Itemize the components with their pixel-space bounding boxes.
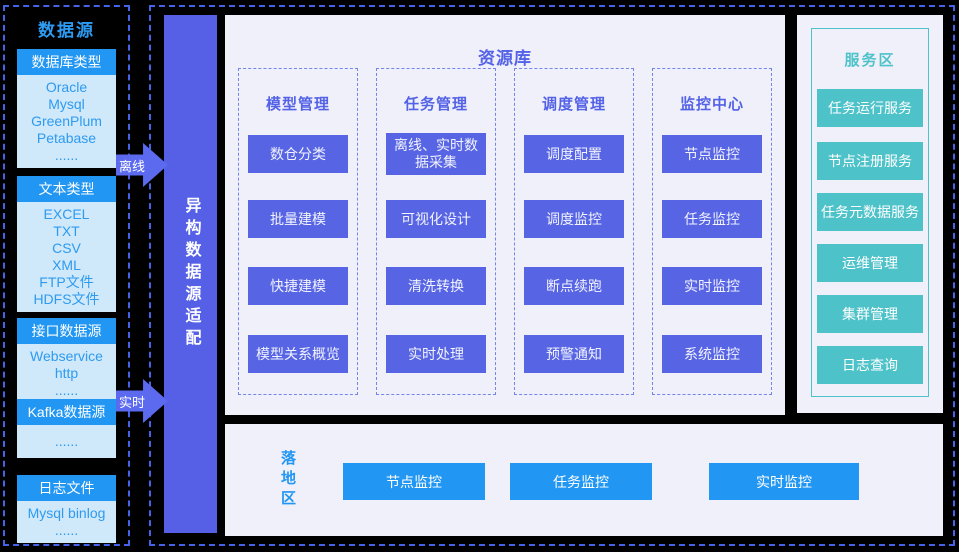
source-card-header: Kafka数据源 (17, 399, 116, 425)
data-sources-panel: 数据源 数据库类型 Oracle Mysql GreenPlum Petabas… (3, 5, 130, 546)
source-item: Mysql binlog (27, 505, 106, 521)
resource-library-title: 资源库 (478, 49, 532, 68)
landing-block: 实时监控 (709, 463, 859, 500)
module-block: 模型关系概览 (248, 335, 348, 373)
service-panel: 服务区 任务运行服务 节点注册服务 任务元数据服务 运维管理 集群管理 日志查询 (797, 15, 943, 413)
source-card-header: 文本类型 (17, 176, 116, 202)
source-card-database-types: 数据库类型 Oracle Mysql GreenPlum Petabase ..… (17, 49, 116, 168)
source-card-text-types: 文本类型 EXCEL TXT CSV XML FTP文件 HDFS文件 (17, 176, 116, 312)
column-header: 监控中心 (679, 96, 744, 113)
source-card-header: 数据库类型 (17, 49, 116, 75)
source-card-logs: 日志文件 Mysql binlog ...... (17, 475, 116, 543)
source-card-body: ...... (17, 425, 116, 458)
module-block: 数仓分类 (248, 135, 348, 173)
module-block: 调度配置 (524, 135, 624, 173)
landing-block: 任务监控 (510, 463, 652, 500)
module-block: 断点续跑 (524, 267, 624, 305)
resource-columns: 模型管理 数仓分类 批量建模 快捷建模 模型关系概览 任务管理 离线、实时数据采… (238, 68, 772, 395)
source-item: Oracle (45, 79, 88, 95)
ellipsis-text: ...... (54, 433, 79, 449)
module-block: 可视化设计 (386, 200, 486, 238)
service-title: 服务区 (844, 52, 896, 69)
module-block: 批量建模 (248, 200, 348, 238)
source-item: FTP文件 (39, 274, 94, 290)
module-block: 实时监控 (662, 267, 762, 305)
ellipsis-text: ...... (54, 522, 79, 538)
module-block: 节点监控 (662, 135, 762, 173)
source-card-header: 日志文件 (17, 475, 116, 501)
landing-block: 节点监控 (343, 463, 485, 500)
column-header: 任务管理 (403, 96, 468, 113)
module-block: 快捷建模 (248, 267, 348, 305)
source-item: TXT (53, 223, 80, 239)
source-item: Webservice (30, 348, 103, 364)
resource-library-panel: 资源库 模型管理 数仓分类 批量建模 快捷建模 模型关系概览 任务管理 离线、实… (225, 15, 785, 415)
column-schedule-management: 调度管理 调度配置 调度监控 断点续跑 预警通知 (514, 68, 634, 395)
realtime-arrow-label: 实时 (119, 394, 146, 410)
source-item: EXCEL (43, 206, 90, 222)
source-item: CSV (52, 240, 81, 256)
source-card-body: Webservice http ...... (17, 344, 116, 403)
source-card-interface: 接口数据源 Webservice http ...... (17, 318, 116, 403)
source-item: XML (52, 257, 81, 273)
ellipsis-text: ...... (54, 147, 79, 163)
column-model-management: 模型管理 数仓分类 批量建模 快捷建模 模型关系概览 (238, 68, 358, 395)
module-block: 系统监控 (662, 335, 762, 373)
service-block: 节点注册服务 (817, 142, 923, 180)
source-card-body: Oracle Mysql GreenPlum Petabase ...... (17, 75, 116, 168)
source-item: Petabase (36, 130, 97, 146)
source-card-kafka: Kafka数据源 ...... (17, 399, 116, 458)
service-block: 日志查询 (817, 346, 923, 384)
module-block: 预警通知 (524, 335, 624, 373)
source-card-body: EXCEL TXT CSV XML FTP文件 HDFS文件 (17, 202, 116, 312)
adapter-bar-label: 异构数据源适配 (182, 197, 200, 351)
service-block: 集群管理 (817, 295, 923, 333)
module-block: 任务监控 (662, 200, 762, 238)
platform-frame (149, 5, 955, 546)
column-header: 模型管理 (265, 96, 330, 113)
column-header: 调度管理 (541, 96, 606, 113)
landing-area-panel: 落地区 节点监控 任务监控 实时监控 (225, 424, 943, 536)
source-card-body: Mysql binlog ...... (17, 501, 116, 543)
ellipsis-text: ...... (54, 382, 79, 398)
source-item: Mysql (48, 96, 85, 112)
source-item: http (54, 365, 79, 381)
service-inner-frame: 服务区 任务运行服务 节点注册服务 任务元数据服务 运维管理 集群管理 日志查询 (811, 28, 929, 397)
module-block: 调度监控 (524, 200, 624, 238)
module-block: 离线、实时数据采集 (386, 133, 486, 175)
column-monitor-center: 监控中心 节点监控 任务监控 实时监控 系统监控 (652, 68, 772, 395)
offline-arrow-label: 离线 (119, 158, 146, 174)
adapter-bar: 异构数据源适配 (164, 15, 217, 533)
source-item: HDFS文件 (33, 291, 100, 307)
service-block: 任务运行服务 (817, 89, 923, 127)
data-sources-title: 数据源 (38, 21, 95, 40)
service-block: 运维管理 (817, 244, 923, 282)
source-card-header: 接口数据源 (17, 318, 116, 344)
column-task-management: 任务管理 离线、实时数据采集 可视化设计 清洗转换 实时处理 (376, 68, 496, 395)
module-block: 实时处理 (386, 335, 486, 373)
source-item: GreenPlum (31, 113, 102, 129)
landing-area-title: 落地区 (279, 450, 296, 510)
module-block: 清洗转换 (386, 267, 486, 305)
service-block: 任务元数据服务 (817, 193, 923, 231)
